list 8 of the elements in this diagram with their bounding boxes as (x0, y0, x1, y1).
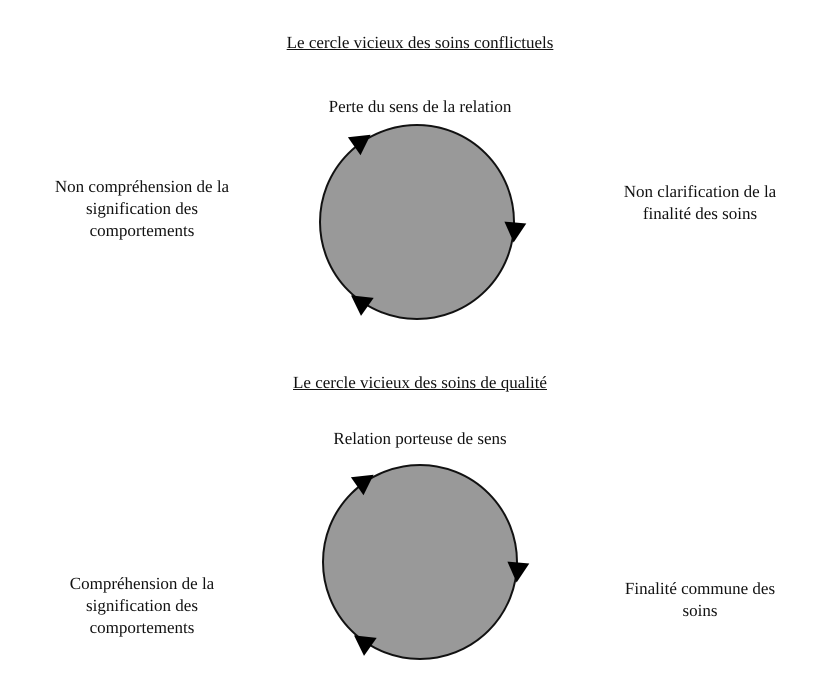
cycle-step-text: Non compréhension de la signification des comportements (54, 176, 230, 242)
section-heading: Le cercle vicieux des soins conflictuels (286, 32, 554, 54)
cycle-step-text: Perte du sens de la relation (328, 96, 512, 118)
cycle-step-text: Non clarification de la finalité des soins (622, 181, 778, 225)
section-heading: Le cercle vicieux des soins de qualité (292, 372, 548, 394)
cycle-step-text: Compréhension de la signification des comportements (68, 573, 216, 639)
cycle-step-text: Finalité commune des soins (624, 578, 776, 622)
cycle-step-text: Relation porteuse de sens (332, 428, 508, 450)
